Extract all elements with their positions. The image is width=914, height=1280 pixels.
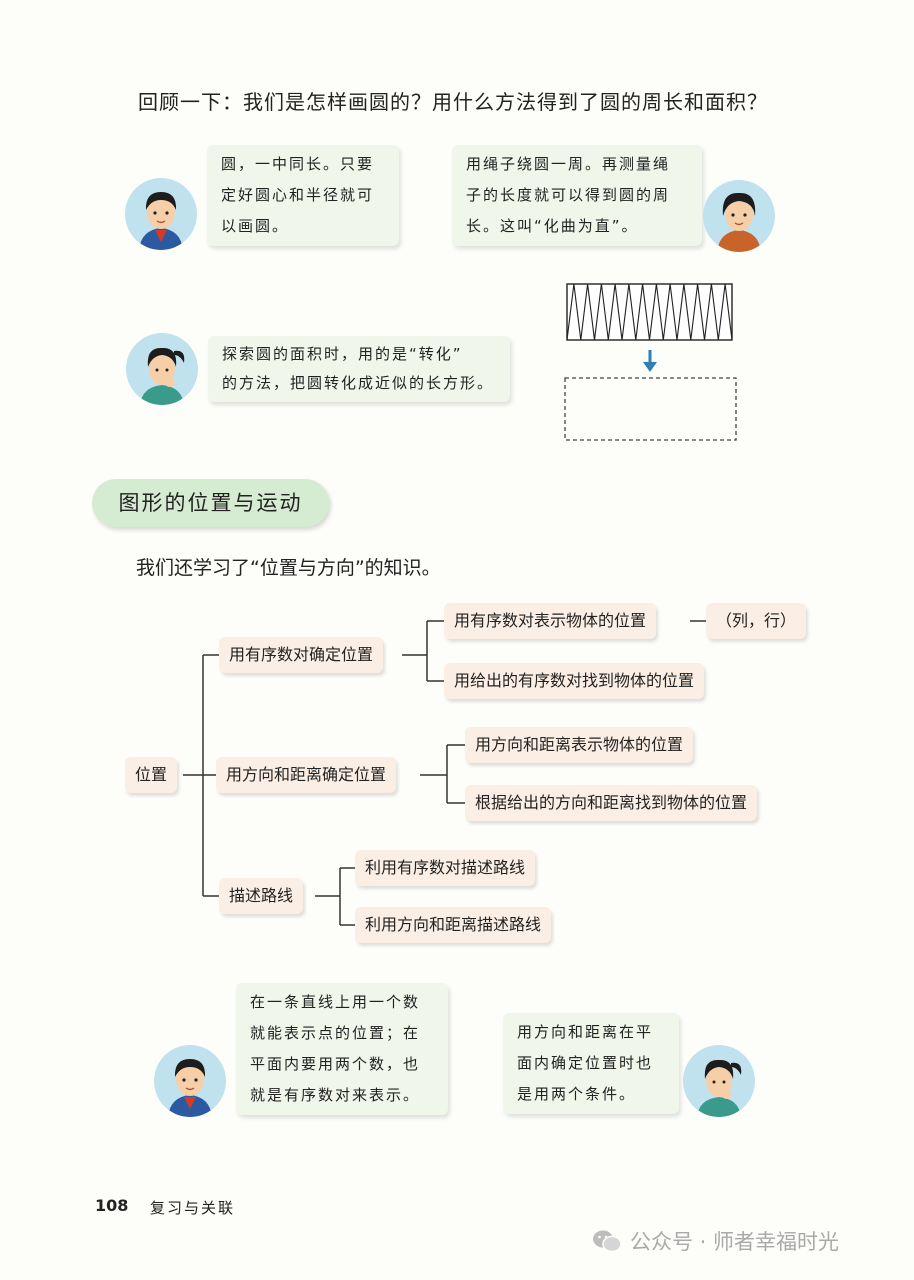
girl-avatar [703, 180, 775, 252]
bubble-line: 在一条直线上用一个数 [250, 993, 421, 1011]
speech-bubble-draw-circle: 圆，一中同长。只要 定好圆心和半径就可 以画圆。 [207, 145, 399, 246]
bubble-line: 就是有序数对来表示。 [250, 1086, 421, 1104]
map-leaf-direction-show: 用方向和距离表示物体的位置 [465, 727, 694, 763]
speech-bubble-circumference: 用绳子绕圆一周。再测量绳 子的长度就可以得到圆的周 长。这叫“化曲为直”。 [452, 145, 702, 246]
boy-avatar [125, 178, 197, 250]
map-leaf-ordered-pair-find: 用给出的有序数对找到物体的位置 [444, 663, 705, 699]
dashed-rectangle [564, 377, 737, 441]
boy-avatar-bottom [154, 1045, 226, 1117]
section-intro: 我们还学习了“位置与方向”的知识。 [136, 557, 441, 579]
bubble-line: 就能表示点的位置；在 [250, 1024, 421, 1042]
bubble-line: 的方法，把圆转化成近似的长方形。 [222, 374, 495, 392]
map-branch-ordered-pair: 用有序数对确定位置 [219, 637, 384, 673]
sector-strip-rect [566, 283, 733, 341]
map-leaf-direction-find: 根据给出的方向和距离找到物体的位置 [465, 785, 758, 821]
bubble-line: 用方向和距离在平 [517, 1023, 654, 1041]
bubble-line: 用绳子绕圆一周。再测量绳 [466, 155, 671, 173]
map-leaf-column-row: （列，行） [706, 603, 807, 639]
speech-bubble-number-line: 在一条直线上用一个数 就能表示点的位置；在 平面内要用两个数，也 就是有序数对来… [236, 983, 448, 1115]
bubble-line: 长。这叫“化曲为直”。 [466, 217, 639, 235]
map-root-position: 位置 [125, 757, 178, 793]
bubble-line: 子的长度就可以得到圆的周 [466, 186, 671, 204]
watermark-text: 公众号 · 师者幸福时光 [630, 1230, 840, 1254]
wechat-icon [593, 1230, 622, 1253]
bubble-line: 圆，一中同长。只要 [221, 155, 375, 173]
speech-bubble-two-conditions: 用方向和距离在平 面内确定位置时也 是用两个条件。 [503, 1013, 679, 1114]
map-leaf-route-ordered-pair: 利用有序数对描述路线 [355, 850, 536, 886]
speech-bubble-area: 探索圆的面积时，用的是“转化” 的方法，把圆转化成近似的长方形。 [208, 336, 510, 402]
girl-thinking-avatar-bottom [683, 1045, 755, 1117]
circle-to-rectangle-diagram [564, 283, 737, 441]
map-leaf-ordered-pair-show: 用有序数对表示物体的位置 [444, 603, 657, 639]
section-title-tag: 图形的位置与运动 [92, 479, 329, 527]
map-leaf-route-direction: 利用方向和距离描述路线 [355, 907, 552, 943]
girl-thinking-avatar [126, 333, 198, 405]
bubble-line: 是用两个条件。 [517, 1085, 637, 1103]
bubble-line: 以画圆。 [221, 217, 290, 235]
chapter-title: 复习与关联 [150, 1199, 236, 1217]
page-number: 108 [95, 1196, 129, 1215]
map-branch-route: 描述路线 [219, 878, 304, 914]
bubble-line: 面内确定位置时也 [517, 1054, 654, 1072]
review-question: 回顾一下：我们是怎样画圆的？用什么方法得到了圆的周长和面积？ [138, 90, 768, 114]
watermark: 公众号 · 师者幸福时光 [592, 1226, 839, 1256]
sector-zigzag [566, 283, 733, 341]
down-arrow-icon [643, 362, 657, 372]
bubble-line: 平面内要用两个数，也 [250, 1055, 421, 1073]
bubble-line: 定好圆心和半径就可 [221, 186, 375, 204]
map-branch-direction-distance: 用方向和距离确定位置 [216, 757, 397, 793]
bubble-line: 探索圆的面积时，用的是“转化” [222, 345, 463, 363]
